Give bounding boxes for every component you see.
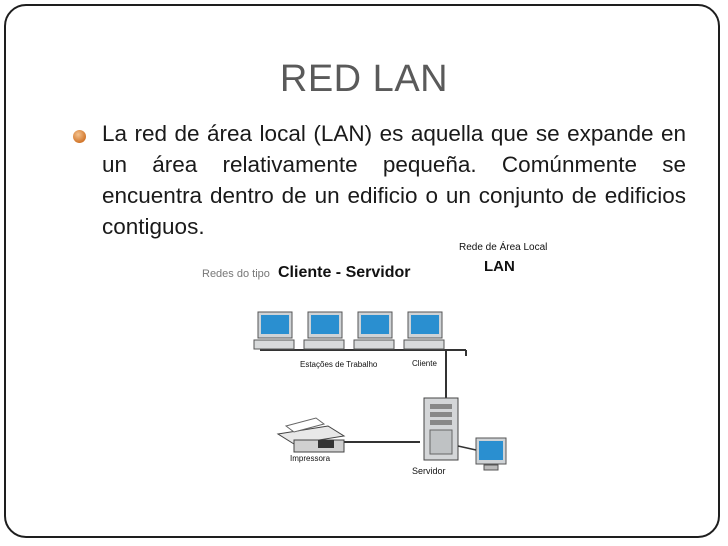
diagram-graphics bbox=[253, 311, 507, 471]
workstation-icon bbox=[253, 311, 295, 350]
slide-frame bbox=[4, 4, 720, 538]
lan-caption: Rede de Área Local bbox=[459, 242, 548, 253]
workstation-icon bbox=[403, 311, 445, 350]
workstation-icon bbox=[353, 311, 395, 350]
server-tower-icon bbox=[423, 397, 459, 461]
slide-title: RED LAN bbox=[279, 58, 449, 100]
lan-title: LAN bbox=[484, 258, 515, 275]
server-label: Servidor bbox=[412, 466, 446, 476]
bullet-text: La red de área local (LAN) es aquella qu… bbox=[102, 121, 686, 239]
workstations-label: Estações de Trabalho bbox=[300, 360, 378, 369]
lan-diagram: Rede de Área Local LAN Redes do tipo Cli… bbox=[180, 236, 600, 496]
bullet-icon bbox=[73, 130, 86, 143]
printer-label: Impressora bbox=[290, 454, 331, 463]
workstation-icon bbox=[303, 311, 345, 350]
monitor-icon bbox=[475, 437, 507, 471]
printer-icon bbox=[276, 417, 346, 453]
heading-main: Cliente - Servidor bbox=[278, 264, 411, 281]
client-label: Cliente bbox=[412, 359, 437, 368]
heading-prefix: Redes do tipo bbox=[202, 268, 270, 280]
